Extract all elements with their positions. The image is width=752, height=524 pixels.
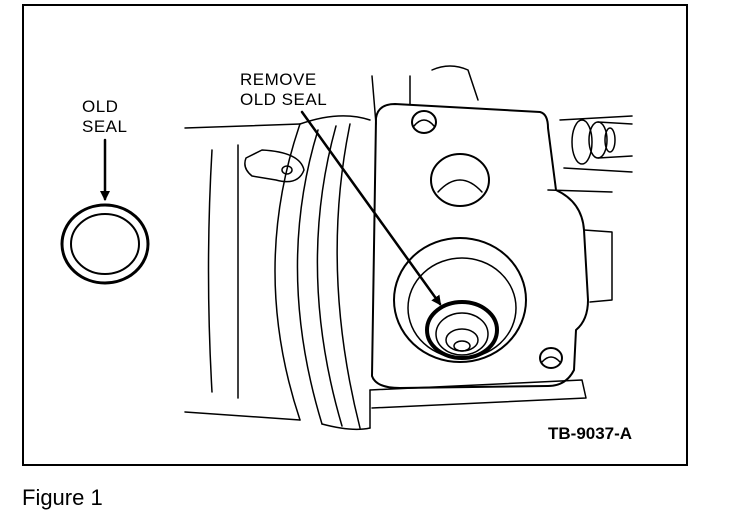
old-seal-label-line-1: OLD: [82, 97, 119, 116]
mounting-plate: [369, 103, 613, 409]
old-seal-ring: [60, 203, 150, 285]
bolt-hole-lower: [539, 347, 563, 369]
seal-bore: [393, 237, 527, 363]
shaft: [559, 115, 633, 173]
old-seal-label-line-2: SEAL: [82, 117, 128, 136]
mounting-tab: [244, 149, 305, 183]
remove-seal-arrow: [300, 110, 442, 306]
remove-label-line-2: OLD SEAL: [240, 90, 328, 109]
remove-old-seal-label: REMOVE OLD SEAL: [240, 70, 327, 110]
housing-outline: [184, 65, 479, 431]
figure-caption: Figure 1: [22, 485, 103, 510]
figure-frame: [22, 4, 688, 466]
upper-bore: [430, 153, 490, 207]
old-seal-label: OLD SEAL: [82, 97, 127, 137]
bolt-hole-upper: [411, 110, 437, 134]
figure-code: TB-9037-A: [548, 424, 633, 443]
remove-label-line-1: REMOVE: [240, 70, 317, 89]
